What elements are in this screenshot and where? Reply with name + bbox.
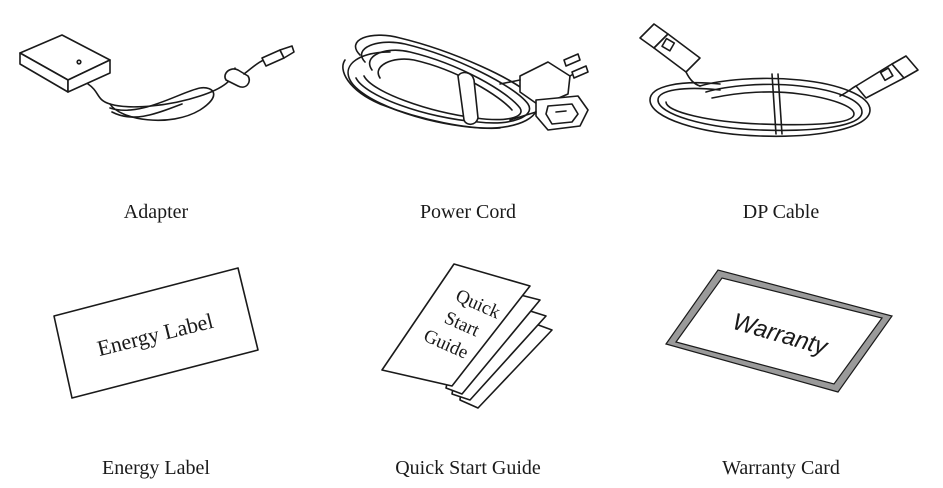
- power-cord-caption: Power Cord: [419, 201, 517, 223]
- dp-cable-caption: DP Cable: [742, 201, 820, 223]
- adapter-caption: Adapter: [123, 201, 189, 223]
- warranty-card-caption: Warranty Card: [722, 457, 840, 479]
- energy-label-caption: Energy Label: [102, 457, 210, 479]
- quick-start-guide-caption: Quick Start Guide: [395, 457, 541, 479]
